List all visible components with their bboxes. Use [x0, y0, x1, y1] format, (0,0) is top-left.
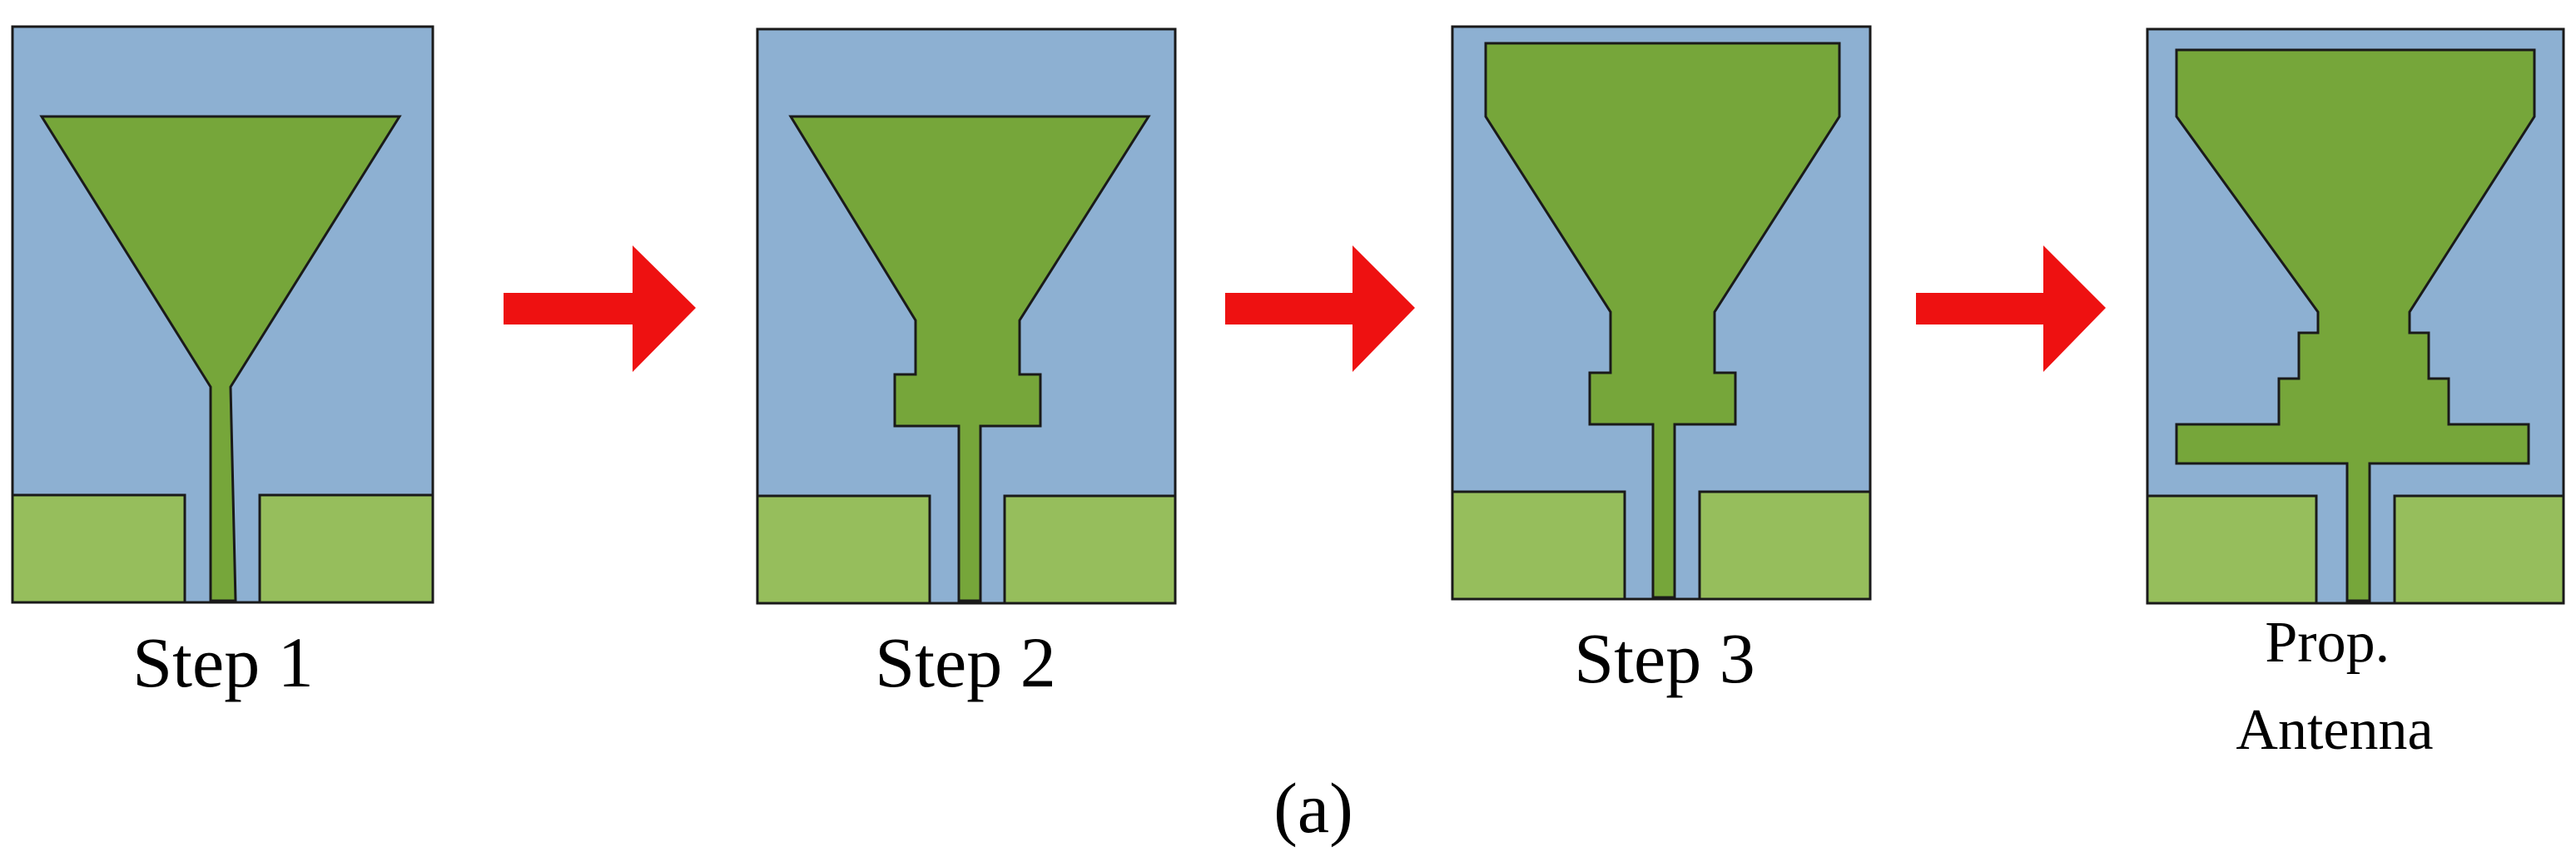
proposed-radiator-with-stepped-stub — [2175, 48, 2536, 602]
panel-caption: Step 3 — [1574, 618, 1755, 698]
triangular-radiator — [39, 115, 402, 602]
tapered-radiator-with-step — [788, 115, 1151, 602]
panel-step-1: Step 1 — [11, 25, 434, 702]
panel-step-2: Step 2 — [756, 27, 1177, 702]
ground-plane-right — [1003, 494, 1177, 605]
right-arrow-icon — [504, 245, 696, 372]
ground-plane-left — [2146, 494, 2318, 605]
ground-plane-left — [756, 494, 931, 605]
ground-plane-right — [1698, 490, 1872, 601]
ground-plane-left — [11, 493, 186, 604]
panel-caption: Step 2 — [875, 622, 1055, 702]
panel-proposed-antenna: Prop. Antenna — [2146, 27, 2565, 762]
ground-plane-left — [1451, 490, 1626, 601]
ground-plane-right — [258, 493, 434, 604]
panel-caption: Step 1 — [132, 622, 313, 702]
figure-label: (a) — [1273, 768, 1353, 848]
ground-plane-right — [2393, 494, 2565, 605]
right-arrow-icon — [1225, 245, 1415, 372]
panel-step-3: Step 3 — [1451, 25, 1872, 698]
right-arrow-icon — [1916, 245, 2106, 372]
panel-caption: Prop. Antenna — [2236, 611, 2433, 762]
flared-radiator-with-step — [1484, 42, 1841, 599]
